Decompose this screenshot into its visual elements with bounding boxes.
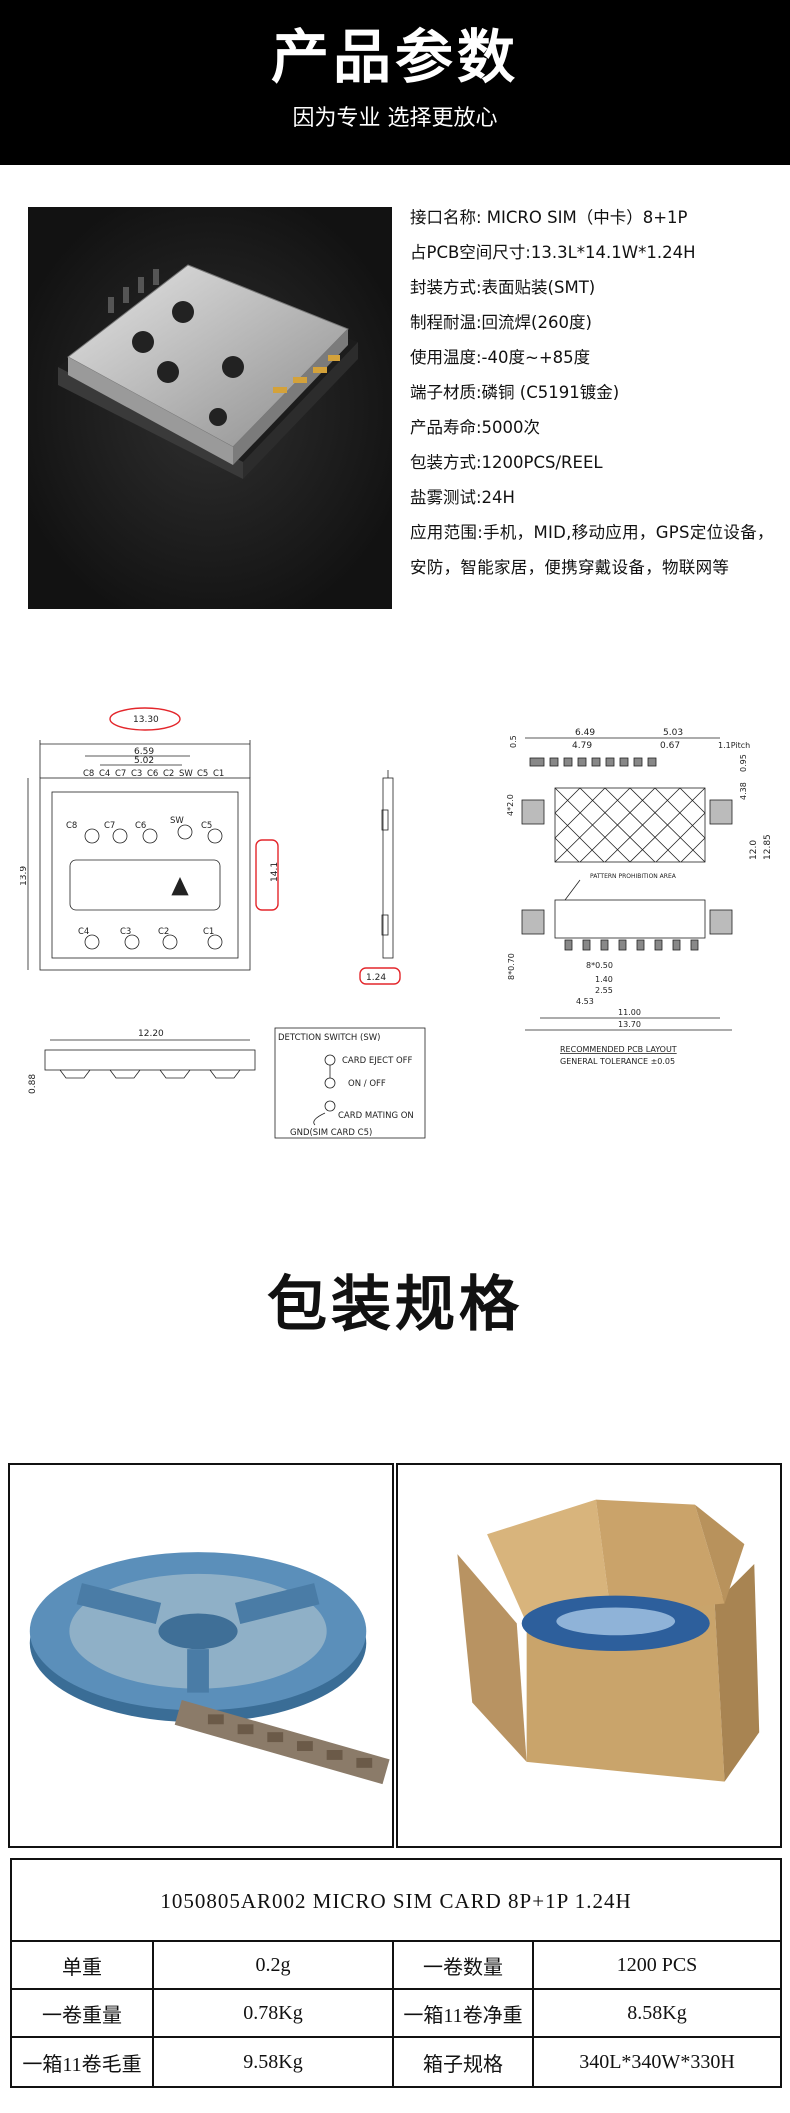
side-view-drawing: 1.24 bbox=[359, 770, 401, 985]
pcb-layout-drawing: 6.49 5.03 4.79 0.67 1.1Pitch 0.5 4*2.0 0… bbox=[506, 728, 773, 1066]
switch-state: CARD EJECT OFF bbox=[342, 1056, 413, 1066]
pcb-tolerance: GENERAL TOLERANCE ±0.05 bbox=[560, 1057, 675, 1066]
pcb-dim: 0.67 bbox=[660, 741, 680, 751]
inner-label: C6 bbox=[135, 821, 146, 831]
packaging-table: 1050805AR002 MICRO SIM CARD 8P+1P 1.24H … bbox=[10, 1858, 782, 2088]
page-title: 产品参数 bbox=[270, 23, 519, 91]
spec-item: 应用范围:手机，MID,移动应用，GPS定位设备，安防，智能家居，便携穿戴设备，… bbox=[410, 523, 774, 577]
packaging-section-title: 包装规格 bbox=[267, 1270, 523, 1340]
table-cell: 箱子规格 bbox=[394, 2038, 534, 2086]
table-cell: 0.2g bbox=[154, 1942, 394, 1988]
pcb-dim: 2.55 bbox=[595, 986, 613, 995]
inner-label: C7 bbox=[104, 821, 115, 831]
page-header: 产品参数 因为专业 选择更放心 bbox=[0, 0, 790, 165]
spec-item: 产品寿命:5000次 bbox=[410, 418, 541, 437]
inner-label: C2 bbox=[158, 927, 169, 937]
inner-label: C1 bbox=[203, 927, 214, 937]
table-cell: 340L*340W*330H bbox=[579, 2050, 735, 2073]
pcb-dim: 12.85 bbox=[763, 834, 773, 860]
pin-label: C5 bbox=[197, 769, 208, 779]
dim-width: 14.1 bbox=[270, 862, 280, 882]
pcb-dim: 1.40 bbox=[595, 975, 613, 984]
table-cell: 一卷数量 bbox=[394, 1942, 534, 1988]
pcb-note: PATTERN PROHIBITION AREA bbox=[590, 873, 677, 880]
pin-label: C6 bbox=[147, 769, 158, 779]
table-cell: 一箱11卷净重 bbox=[394, 1990, 534, 2036]
pin-label: C8 bbox=[83, 769, 94, 779]
table-cell: 8.58Kg bbox=[627, 2001, 687, 2024]
reel-photo bbox=[8, 1463, 394, 1848]
pin-label: C1 bbox=[213, 769, 224, 779]
pcb-dim: 13.70 bbox=[618, 1020, 641, 1029]
spec-item: 盐雾测试:24H bbox=[410, 488, 515, 507]
pcb-dim: 4.53 bbox=[576, 997, 594, 1006]
table-cell: 一箱11卷毛重 bbox=[12, 2038, 154, 2086]
product-photo bbox=[28, 207, 392, 609]
dim-top-length: 13.30 bbox=[133, 715, 159, 725]
dim-side-length: 12.20 bbox=[138, 1029, 164, 1039]
spec-item: 使用温度:-40度~+85度 bbox=[410, 348, 591, 367]
spec-item: 占PCB空间尺寸:13.3L*14.1W*1.24H bbox=[410, 243, 696, 262]
pcb-dim: 4.38 bbox=[739, 782, 748, 800]
top-view-drawing: 13.30 6.59 5.02 C8 C4 C7 C3 C6 C2 SW C5 … bbox=[20, 707, 280, 971]
pcb-dim: 6.49 bbox=[575, 728, 595, 738]
spec-list: 接口名称: MICRO SIM（中卡）8+1P 占PCB空间尺寸:13.3L*1… bbox=[410, 200, 785, 585]
switch-state: ON / OFF bbox=[348, 1079, 386, 1089]
table-row: 一卷重量 0.78Kg 一箱11卷净重 8.58Kg bbox=[12, 1990, 780, 2038]
pin-label: C3 bbox=[131, 769, 142, 779]
pcb-layout-title: RECOMMENDED PCB LAYOUT bbox=[560, 1045, 677, 1054]
table-cell: 0.78Kg bbox=[154, 1990, 394, 2036]
switch-state: CARD MATING ON bbox=[338, 1111, 414, 1121]
spec-item: 端子材质:磷铜 (C5191镀金) bbox=[410, 383, 620, 402]
pcb-dim: 5.03 bbox=[663, 728, 683, 738]
table-cell: 单重 bbox=[12, 1942, 154, 1988]
pcb-dim: 11.00 bbox=[618, 1008, 641, 1017]
table-title: 1050805AR002 MICRO SIM CARD 8P+1P 1.24H bbox=[12, 1860, 780, 1942]
table-cell: 1200 PCS bbox=[616, 1953, 698, 1976]
spec-item: 接口名称: MICRO SIM（中卡）8+1P bbox=[410, 208, 688, 227]
technical-drawing: 13.30 6.59 5.02 C8 C4 C7 C3 C6 C2 SW C5 … bbox=[20, 700, 780, 1150]
inner-label: SW bbox=[170, 816, 184, 826]
spec-item: 封装方式:表面贴装(SMT) bbox=[410, 278, 596, 297]
pcb-dim: 4.79 bbox=[572, 741, 592, 751]
switch-diagram: DETCTION SWITCH (SW) CARD EJECT OFF ON /… bbox=[274, 1027, 426, 1139]
pcb-dim: 12.0 bbox=[749, 840, 759, 860]
dim-top-a: 6.59 bbox=[134, 747, 154, 757]
table-cell: 一卷重量 bbox=[12, 1990, 154, 2036]
dim-top-b: 5.02 bbox=[134, 756, 154, 766]
switch-gnd: GND(SIM CARD C5) bbox=[290, 1128, 372, 1138]
dim-thickness: 1.24 bbox=[366, 973, 386, 983]
pcb-dim: 8*0.50 bbox=[586, 961, 613, 970]
pin-label: C7 bbox=[115, 769, 126, 779]
inner-label: C5 bbox=[201, 821, 212, 831]
pin-label: C4 bbox=[99, 769, 110, 779]
inner-label: C8 bbox=[66, 821, 77, 831]
carton-photo bbox=[396, 1463, 782, 1848]
front-view-drawing: 12.20 0.88 bbox=[28, 1029, 256, 1094]
pin-label: C2 bbox=[163, 769, 174, 779]
dim-height: 13.9 bbox=[20, 866, 29, 886]
inner-label: C4 bbox=[78, 927, 89, 937]
inner-label: C3 bbox=[120, 927, 131, 937]
pcb-dim: 0.5 bbox=[509, 735, 518, 748]
switch-title: DETCTION SWITCH (SW) bbox=[278, 1033, 380, 1043]
table-row: 单重 0.2g 一卷数量 1200 PCS bbox=[12, 1942, 780, 1990]
spec-item: 制程耐温:回流焊(260度) bbox=[410, 313, 592, 332]
dim-side-height: 0.88 bbox=[28, 1074, 38, 1094]
table-cell: 9.58Kg bbox=[154, 2038, 394, 2086]
pcb-dim: 0.95 bbox=[739, 754, 748, 772]
pcb-dim: 1.1Pitch bbox=[718, 741, 750, 750]
spec-item: 包装方式:1200PCS/REEL bbox=[410, 453, 603, 472]
pcb-dim: 4*2.0 bbox=[506, 794, 515, 816]
page-subtitle: 因为专业 选择更放心 bbox=[292, 106, 498, 131]
pin-label: SW bbox=[179, 769, 193, 779]
pcb-dim: 8*0.70 bbox=[507, 953, 516, 980]
table-row: 一箱11卷毛重 9.58Kg 箱子规格 340L*340W*330H bbox=[12, 2038, 780, 2086]
